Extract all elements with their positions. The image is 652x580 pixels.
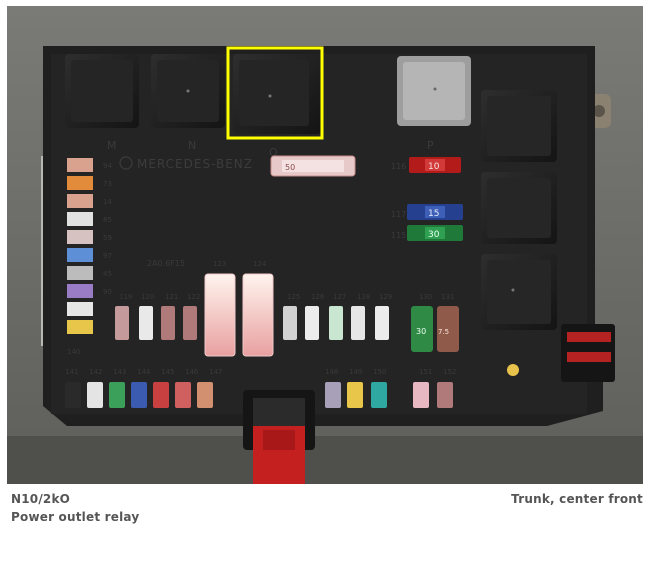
svg-text:97: 97 bbox=[103, 252, 112, 260]
relay-p bbox=[397, 56, 471, 126]
maxi-fuse-top: 50 bbox=[270, 155, 356, 177]
svg-text:122: 122 bbox=[187, 293, 200, 301]
left-fuse-column bbox=[67, 158, 93, 334]
fuse-green-30: 30 bbox=[407, 225, 463, 241]
svg-text:125: 125 bbox=[287, 293, 300, 301]
svg-text:145: 145 bbox=[161, 368, 174, 376]
svg-text:126: 126 bbox=[311, 293, 325, 301]
relay-letter-m: M bbox=[107, 139, 117, 152]
svg-text:50: 50 bbox=[285, 163, 295, 172]
relay-n bbox=[151, 54, 225, 128]
svg-text:115: 115 bbox=[391, 231, 406, 240]
svg-text:124: 124 bbox=[253, 260, 267, 268]
component-description: Power outlet relay bbox=[11, 510, 140, 524]
svg-text:130: 130 bbox=[419, 293, 432, 301]
relay-letter-p: P bbox=[427, 139, 434, 152]
svg-text:59: 59 bbox=[103, 234, 112, 242]
svg-text:152: 152 bbox=[443, 368, 456, 376]
yellow-marker bbox=[507, 364, 519, 376]
svg-text:45: 45 bbox=[103, 270, 112, 278]
highlight-box bbox=[226, 46, 324, 140]
svg-text:127: 127 bbox=[333, 293, 346, 301]
svg-text:14: 14 bbox=[103, 198, 112, 206]
svg-text:131: 131 bbox=[441, 293, 454, 301]
svg-text:143: 143 bbox=[113, 368, 126, 376]
svg-text:119: 119 bbox=[119, 293, 132, 301]
lower-fuse-row bbox=[65, 382, 453, 408]
svg-text:30: 30 bbox=[428, 230, 440, 240]
svg-text:147: 147 bbox=[209, 368, 222, 376]
relay-o bbox=[233, 54, 321, 134]
relay-m bbox=[65, 54, 139, 128]
fuse-box-photo: M N O P MERCEDES-BENZ 50 116 10 117 15 1… bbox=[7, 6, 643, 484]
component-location: Trunk, center front bbox=[511, 492, 643, 506]
svg-text:117: 117 bbox=[391, 210, 406, 219]
svg-text:150: 150 bbox=[373, 368, 386, 376]
relay-right-1 bbox=[481, 90, 557, 162]
bottom-connector bbox=[243, 390, 315, 484]
svg-text:144: 144 bbox=[137, 368, 151, 376]
svg-text:10: 10 bbox=[428, 162, 440, 172]
svg-text:116: 116 bbox=[391, 162, 406, 171]
svg-text:7.5: 7.5 bbox=[438, 328, 449, 336]
part-number: 2A0.6F15 bbox=[147, 259, 185, 268]
svg-text:15: 15 bbox=[428, 209, 439, 219]
brand-text: MERCEDES-BENZ bbox=[137, 157, 253, 171]
fuse-blue-15: 15 bbox=[407, 204, 463, 220]
svg-text:128: 128 bbox=[357, 293, 370, 301]
svg-text:140: 140 bbox=[67, 348, 80, 356]
svg-text:120: 120 bbox=[141, 293, 154, 301]
relay-letter-o: O bbox=[269, 146, 278, 159]
svg-text:121: 121 bbox=[165, 293, 178, 301]
svg-text:146: 146 bbox=[185, 368, 199, 376]
relay-right-2 bbox=[481, 172, 557, 244]
svg-text:148: 148 bbox=[325, 368, 338, 376]
upper-fuse-row bbox=[115, 273, 389, 357]
svg-text:151: 151 bbox=[419, 368, 432, 376]
mercedes-star-logo bbox=[119, 156, 133, 170]
svg-text:85: 85 bbox=[103, 216, 112, 224]
tall-fuse-brown: 7.5 bbox=[437, 306, 459, 352]
relay-right-3 bbox=[481, 254, 557, 330]
svg-text:94: 94 bbox=[103, 162, 112, 170]
svg-text:30: 30 bbox=[416, 327, 426, 336]
svg-text:73: 73 bbox=[103, 180, 112, 188]
svg-text:90: 90 bbox=[103, 288, 112, 296]
side-connector bbox=[561, 324, 615, 382]
svg-text:123: 123 bbox=[213, 260, 226, 268]
svg-text:149: 149 bbox=[349, 368, 362, 376]
tall-fuse-green: 30 bbox=[411, 306, 433, 352]
component-code: N10/2kO bbox=[11, 492, 71, 506]
svg-text:129: 129 bbox=[379, 293, 392, 301]
fuse-red-10: 10 bbox=[409, 157, 461, 173]
svg-text:141: 141 bbox=[65, 368, 78, 376]
relay-letter-n: N bbox=[188, 139, 196, 152]
svg-text:142: 142 bbox=[89, 368, 102, 376]
